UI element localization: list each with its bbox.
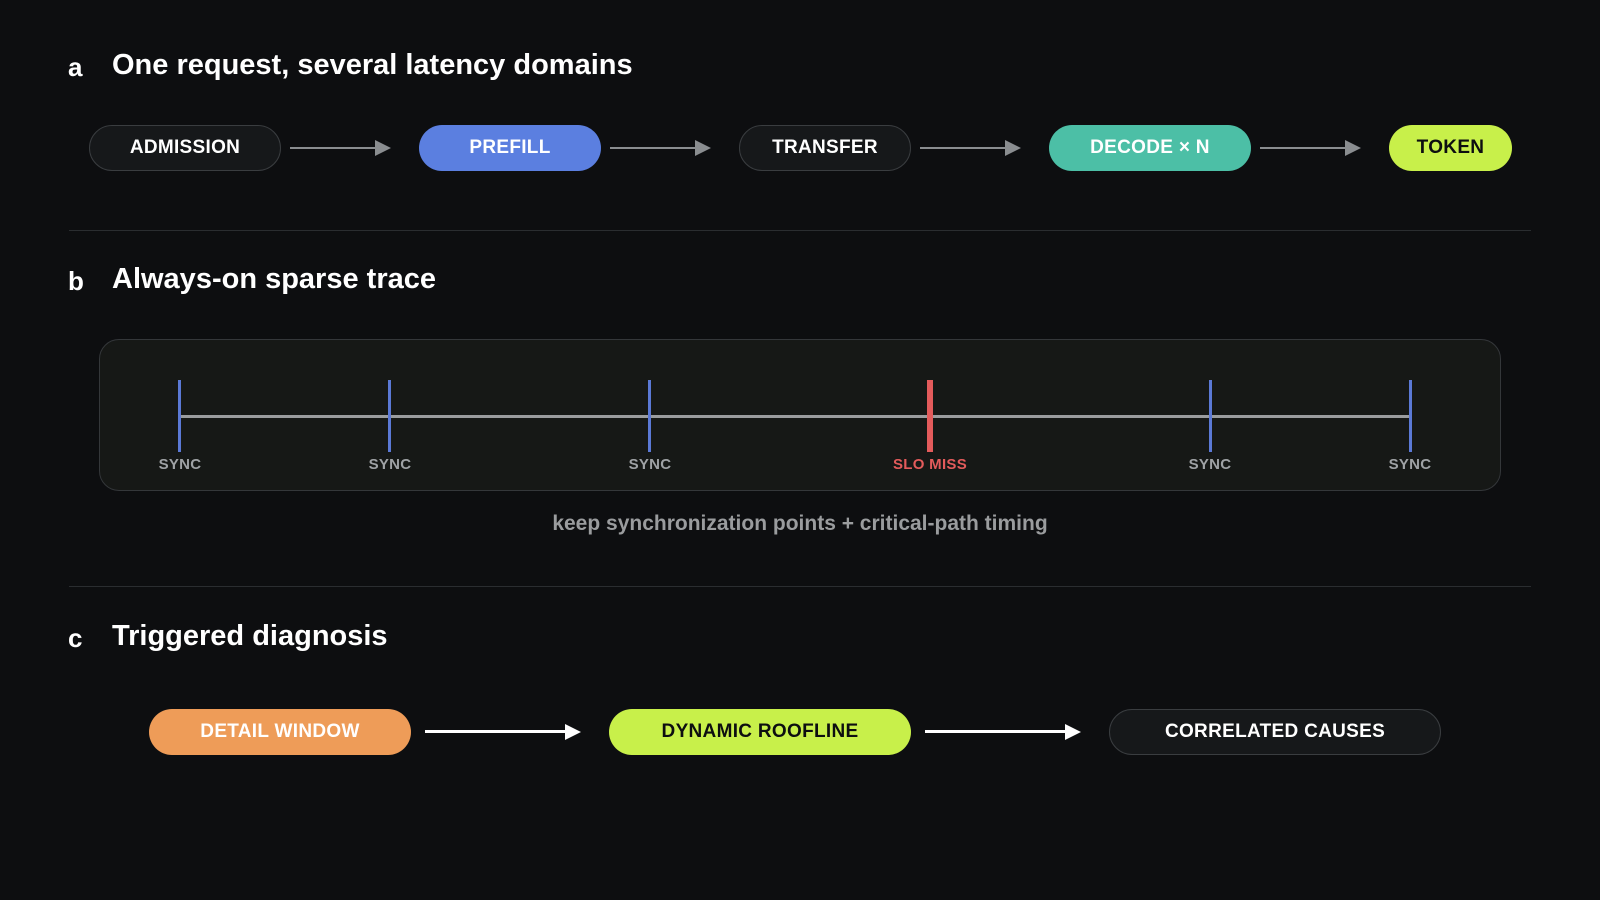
stage-token: TOKEN: [1389, 125, 1512, 171]
arrow-detail-to-roofline: [425, 722, 581, 742]
sync-marker-2: [388, 380, 391, 452]
arrow-admission-to-prefill: [290, 138, 391, 158]
slo-miss-marker: [927, 380, 933, 452]
sync-marker-3: [648, 380, 651, 452]
sync-marker-1: [178, 380, 181, 452]
section-c-title: Triggered diagnosis: [112, 620, 388, 652]
sync-marker-5: [1409, 380, 1412, 452]
step-correlated-causes: CORRELATED CAUSES: [1109, 709, 1441, 755]
marker-label-1: SYNC: [158, 456, 202, 473]
marker-label-3: SYNC: [628, 456, 672, 473]
stage-prefill: PREFILL: [419, 125, 601, 171]
section-c-letter: c: [68, 623, 83, 653]
marker-label-2: SYNC: [368, 456, 412, 473]
trace-caption: keep synchronization points + critical-p…: [552, 512, 1048, 535]
step-detail-window: DETAIL WINDOW: [149, 709, 411, 755]
marker-label-5: SYNC: [1188, 456, 1232, 473]
section-b-letter: b: [68, 266, 84, 296]
section-a-letter: a: [68, 52, 83, 82]
stage-admission: ADMISSION: [89, 125, 281, 171]
arrow-roofline-to-causes: [925, 722, 1081, 742]
step-dynamic-roofline: DYNAMIC ROOFLINE: [609, 709, 911, 755]
stage-decode: DECODE × N: [1049, 125, 1251, 171]
arrow-decode-to-token: [1260, 138, 1361, 158]
section-b-title: Always-on sparse trace: [112, 263, 436, 295]
arrow-prefill-to-transfer: [610, 138, 711, 158]
sync-marker-4: [1209, 380, 1212, 452]
divider-a-b: [69, 230, 1531, 231]
marker-label-slo-miss: SLO MISS: [892, 456, 968, 473]
arrow-transfer-to-decode: [920, 138, 1021, 158]
stage-transfer: TRANSFER: [739, 125, 911, 171]
trace-timeline: [180, 415, 1411, 418]
section-a-title: One request, several latency domains: [112, 49, 633, 81]
marker-label-6: SYNC: [1388, 456, 1432, 473]
divider-b-c: [69, 586, 1531, 587]
